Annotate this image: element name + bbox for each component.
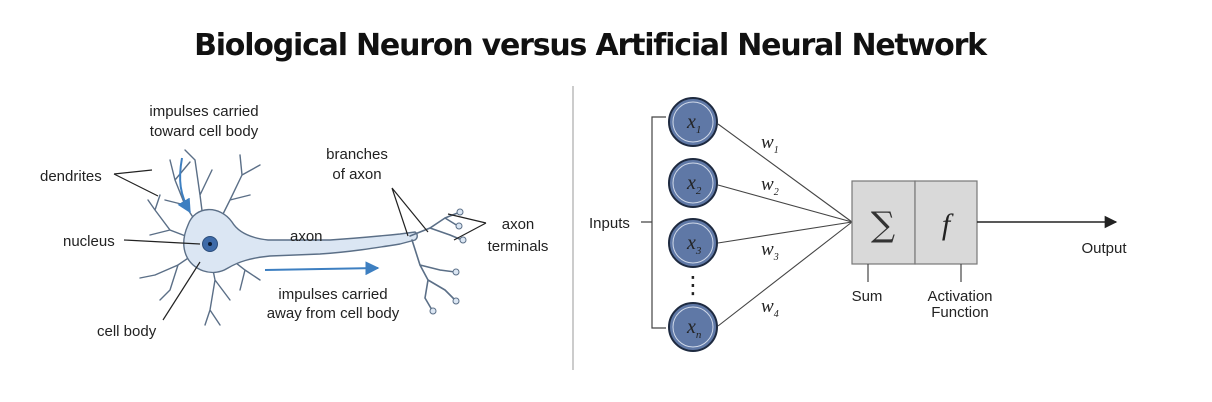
- inputs-bracket: [641, 116, 666, 329]
- input-node-3: x3: [668, 218, 718, 268]
- weight-3: w3: [761, 239, 779, 263]
- impulses-away-label-2: away from cell body: [267, 305, 400, 322]
- input-3-symbol: x: [686, 232, 696, 254]
- dendrites-label: dendrites: [40, 168, 102, 185]
- input-1-symbol: x: [686, 111, 696, 133]
- input-node-1: x1: [668, 97, 718, 147]
- artificial-neuron: Inputs x1 x2 x3 ⋮ xn: [589, 97, 1127, 352]
- input-1-sub: 1: [696, 124, 702, 136]
- page-title: Biological Neuron versus Artificial Neur…: [194, 28, 987, 63]
- weight-2: w2: [761, 174, 779, 198]
- svg-text:x2: x2: [686, 172, 702, 197]
- output-label: Output: [1081, 240, 1127, 257]
- impulses-away-label-1: impulses carried: [278, 286, 387, 303]
- activation-box: [914, 180, 978, 265]
- cell-body-shape: [183, 208, 418, 273]
- activation-label-2: Function: [931, 304, 989, 321]
- terminals-label-2: terminals: [488, 238, 549, 255]
- weight-1: w1: [761, 132, 779, 156]
- input-3-sub: 3: [695, 245, 702, 257]
- activation-label-1: Activation: [927, 288, 992, 305]
- biological-neuron: impulses carried toward cell body dendri…: [40, 103, 548, 340]
- input-ellipsis: ⋮: [681, 271, 705, 299]
- impulse-away-arrow: [264, 261, 380, 276]
- input-n-symbol: x: [686, 316, 696, 338]
- input-node-2: x2: [668, 158, 718, 208]
- input-2-sub: 2: [696, 185, 702, 197]
- impulses-toward-label-1: impulses carried: [149, 103, 258, 120]
- axon-label: axon: [290, 228, 323, 245]
- svg-text:xn: xn: [686, 316, 702, 341]
- sum-label: Sum: [852, 288, 883, 305]
- svg-text:x1: x1: [686, 111, 701, 136]
- branches-label-1: branches: [326, 146, 388, 163]
- svg-text:x3: x3: [686, 232, 702, 257]
- impulse-toward-arrow: [177, 157, 191, 214]
- impulses-toward-label-2: toward cell body: [150, 123, 259, 140]
- terminals-label-1: axon: [502, 216, 535, 233]
- input-2-symbol: x: [686, 172, 696, 194]
- sum-symbol: ∑: [871, 205, 895, 245]
- input-node-n: xn: [668, 302, 718, 352]
- cell-body-label: cell body: [97, 323, 157, 340]
- nucleus-label: nucleus: [63, 233, 115, 250]
- axon-branches-shape: [409, 211, 463, 311]
- inputs-label: Inputs: [589, 215, 630, 232]
- branches-label-2: of axon: [332, 166, 381, 183]
- weight-4: w4: [761, 296, 779, 320]
- input-n-sub: n: [696, 329, 702, 341]
